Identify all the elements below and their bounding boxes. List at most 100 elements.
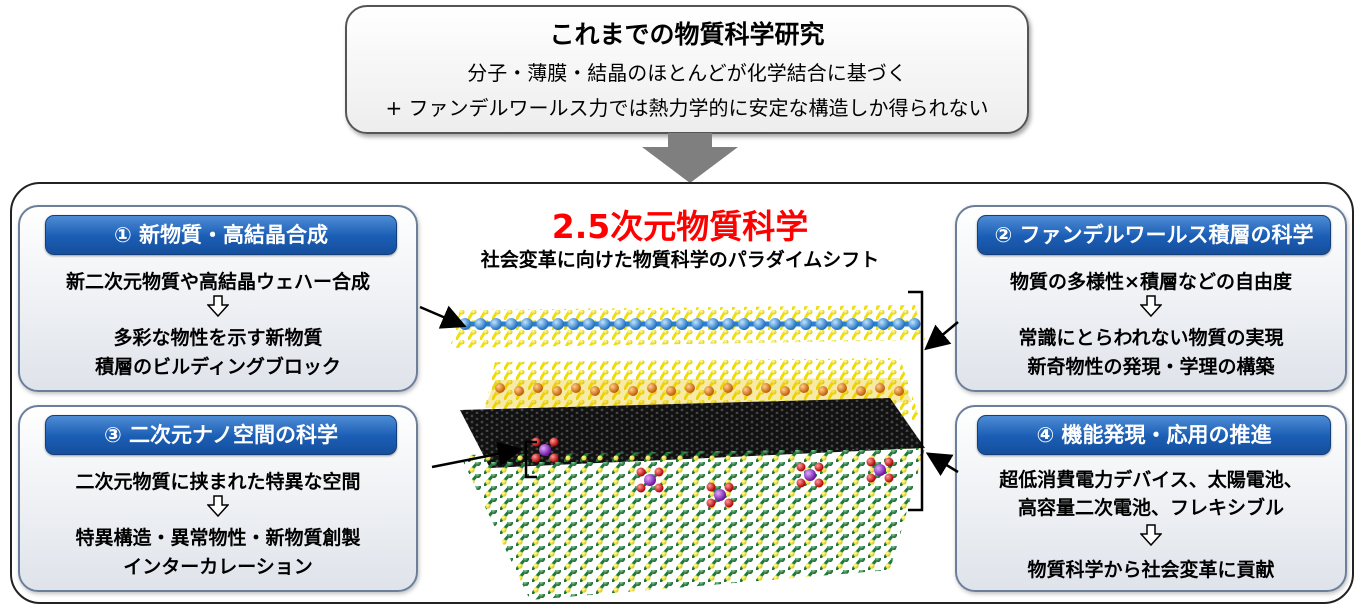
panel-vdw-stacking-label: ② ファンデルワールス積層の科学 [977,215,1331,255]
arrow-to-nanospace [431,441,523,469]
purple-atom [644,474,656,486]
orange-atom [761,383,771,393]
blue-atom [629,318,642,330]
panel-vdw-stacking-text-3: 新奇物性の発現・学理の構築 [1027,356,1275,378]
red-atom [796,462,806,472]
panel-vdw-stacking: ② ファンデルワールス積層の科学 物質の多様性×積層などの自由度 常識にとらわれ… [955,205,1347,392]
panel-nanospace-text-1: 二次元物質に挟まれた特異な空間 [75,471,361,493]
main-frame [10,182,1354,604]
previous-research-line-2: + ファンデルワールス力では熱力学的に安定な構造しか得られない [385,96,989,120]
purple-atom [539,444,551,456]
orange-atom [723,383,733,393]
blue-atom [846,318,859,330]
blue-atom-chain [459,318,921,330]
red-atom [531,453,541,463]
center-subtitle: 社会変革に向けた物質科学のパラダイムシフト [480,249,880,271]
blue-atom [490,318,502,330]
orange-atom [837,383,847,393]
orange-atom [894,386,904,396]
red-atom [654,483,664,493]
blue-atom [691,318,704,330]
blue-atom [815,318,828,330]
red-atom [724,498,734,508]
orange-atom [590,386,600,396]
red-atom [636,467,646,477]
blue-atom [536,318,549,330]
previous-research-title: これまでの物質科学研究 [549,20,825,49]
panel-nanospace-label: ③ 二次元ナノ空間の科学 [45,415,397,455]
panel-nanospace: ③ 二次元ナノ空間の科学 二次元物質に挟まれた特異な空間 特異構造・異常物性・新… [18,405,418,592]
blue-atom [738,318,750,330]
red-atom [654,467,664,477]
blue-atom [877,318,890,330]
orange-atom [742,386,752,396]
panel-new-materials-text-1: 新二次元物質や高結晶ウェハー合成 [65,271,370,293]
red-atom [814,478,824,488]
orange-atom [552,386,562,396]
panel-applications: ④ 機能発現・応用の推進 超低消費電力デバイス、太陽電池、 高容量二次電池、フレ… [955,405,1347,592]
blue-atom [645,318,657,330]
orange-atom [495,383,505,393]
blue-atom [908,318,921,330]
purple-atom [874,464,886,476]
orange-atom [818,386,828,396]
arrow-from-applications [925,452,959,477]
blue-atom [893,318,905,330]
red-atom [549,437,559,447]
previous-research-line-1: 分子・薄膜・結晶のほとんどが化学結合に基づく [467,61,907,85]
purple-atom [804,469,816,481]
blue-atom [707,318,719,330]
orange-atom [609,383,619,393]
blue-atom [660,318,673,330]
panel-nanospace-text-3: インターカレーション [123,556,313,578]
blue-atom [722,318,735,330]
orange-atom [856,386,866,396]
blue-atom [784,318,797,330]
panel-new-materials-text-2: 多彩な物性を示す新物質 [113,327,323,349]
blue-atom [598,318,611,330]
orange-atom [666,386,676,396]
center-title: 2.5次元物質科学 [551,207,809,246]
blue-atom [583,318,595,330]
panel-nanospace-text-2: 特異構造・異常物性・新物質創製 [75,527,361,549]
panel-applications-text-3: 物質科学から社会変革に貢献 [1027,559,1275,581]
red-atom [706,498,716,508]
red-atom [884,457,894,467]
down-arrow-icon [207,295,229,317]
red-atom [724,482,734,492]
down-arrow-icon [1140,295,1162,317]
blue-atom [521,318,533,330]
red-atom [866,473,876,483]
down-arrow-icon [207,495,229,517]
arrow-to-top-layer [419,305,467,329]
red-atom [814,462,824,472]
orange-atom [799,383,809,393]
previous-research-box: これまでの物質科学研究 分子・薄膜・結晶のほとんどが化学結合に基づく + ファン… [345,5,1029,134]
layered-structure-illustration [450,290,925,600]
orange-atom [780,386,790,396]
red-atom [706,482,716,492]
panel-applications-label: ④ 機能発現・応用の推進 [977,415,1331,455]
panel-vdw-stacking-text-1: 物質の多様性×積層などの自由度 [1010,271,1292,293]
panel-new-materials-label: ① 新物質・高結晶合成 [45,215,397,255]
blue-atom [505,318,518,330]
panel-new-materials: ① 新物質・高結晶合成 新二次元物質や高結晶ウェハー合成 多彩な物性を示す新物質… [18,205,418,392]
purple-atom [714,489,726,501]
red-atom [796,478,806,488]
blue-atom [769,318,781,330]
blue-atom [676,318,688,330]
blue-atom [552,318,564,330]
orange-atom [685,383,695,393]
blue-atom [474,318,487,330]
panel-vdw-stacking-text-2: 常識にとらわれない物質の実現 [1018,327,1284,349]
down-arrow-icon [1140,524,1162,546]
panel-applications-text-1: 超低消費電力デバイス、太陽電池、 [999,469,1303,491]
blue-atom [800,318,812,330]
blue-atom [614,318,626,330]
red-atom [636,483,646,493]
red-atom [884,473,894,483]
panel-applications-text-2: 高容量二次電池、フレキシブル [1017,497,1284,519]
orange-atom [514,386,524,396]
red-atom [866,457,876,467]
